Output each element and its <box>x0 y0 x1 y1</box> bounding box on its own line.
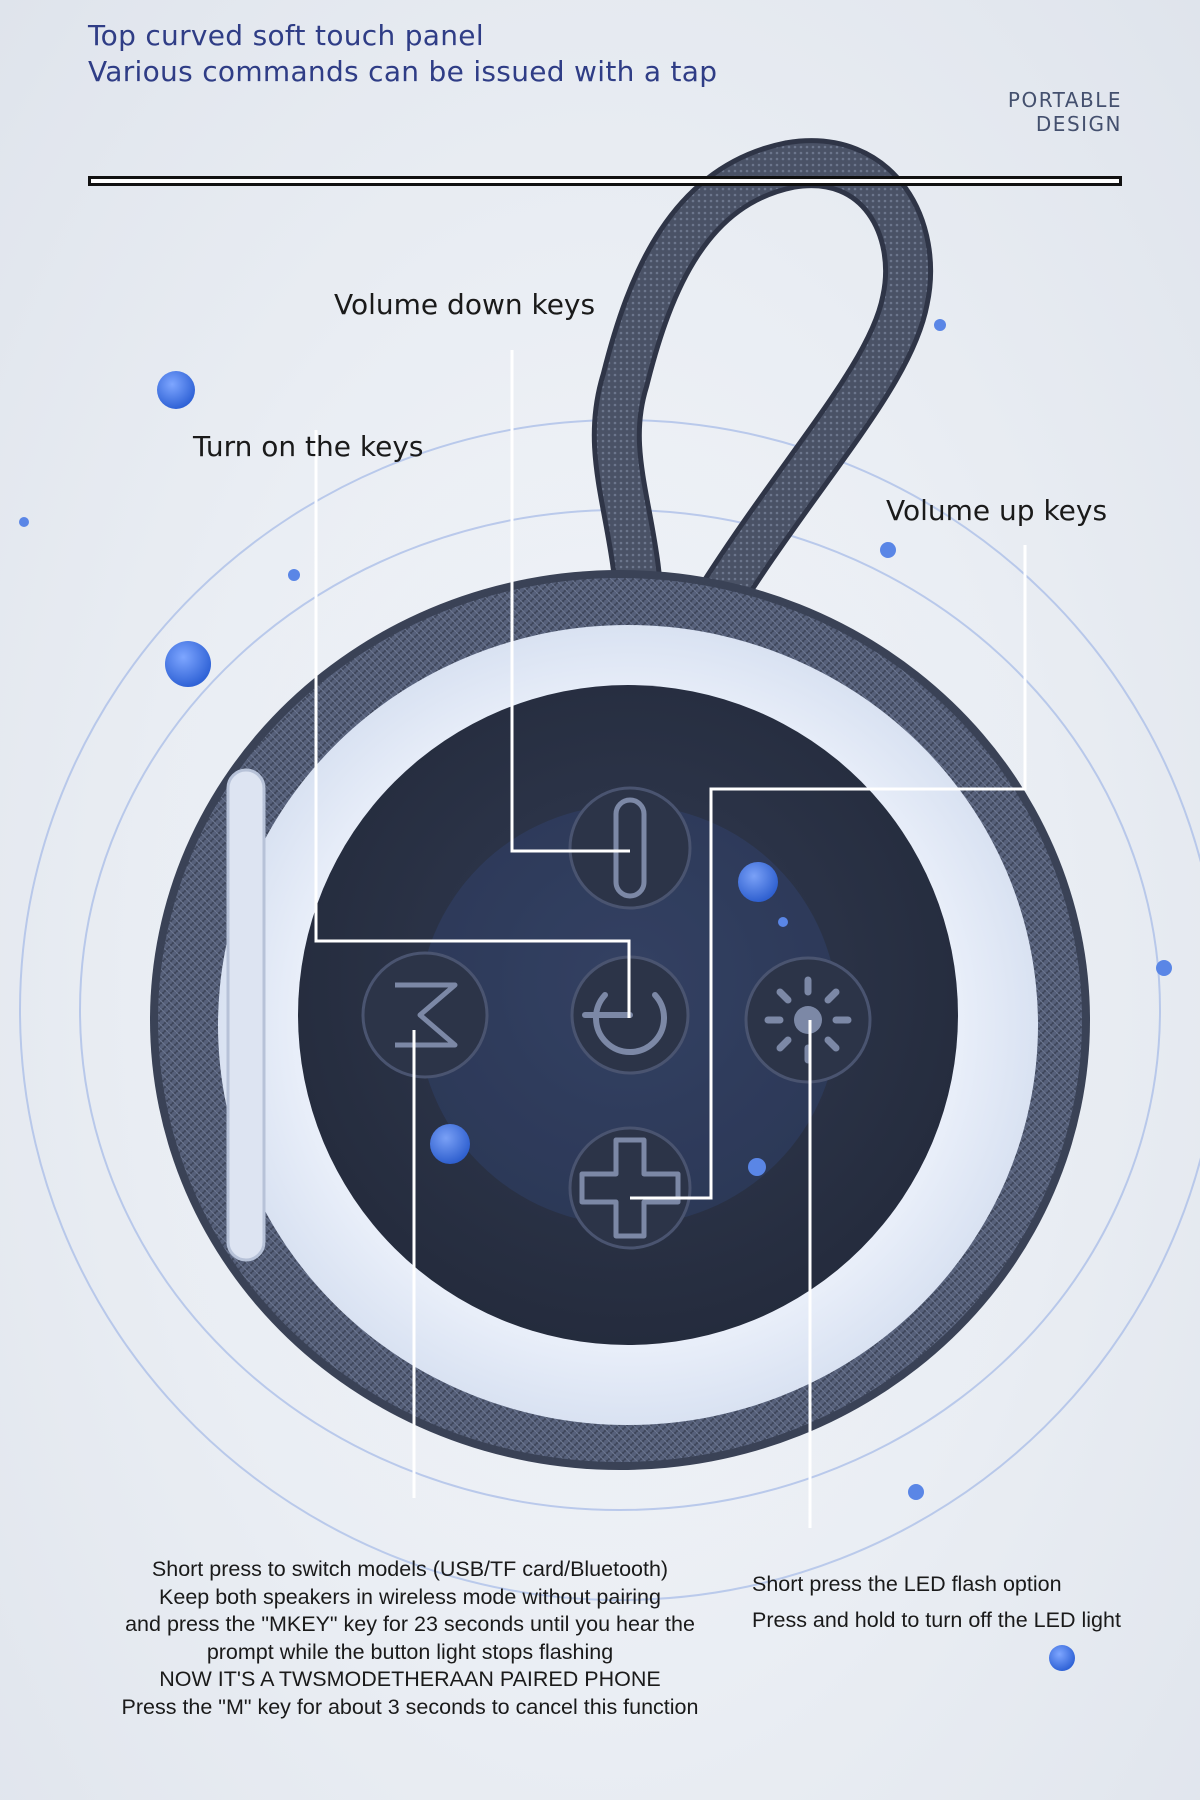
header-divider <box>88 176 1122 186</box>
side-port <box>226 768 266 1262</box>
orbit-dot <box>934 319 946 331</box>
header-title: Top curved soft touch panel Various comm… <box>88 18 717 90</box>
label-turn-on: Turn on the keys <box>193 430 424 463</box>
header-title-line1: Top curved soft touch panel <box>88 19 484 52</box>
orbit-dot <box>19 517 29 527</box>
led-key-instructions: Short press the LED flash option Press a… <box>752 1566 1121 1638</box>
plus-icon <box>579 1137 681 1239</box>
sun-icon <box>764 976 852 1064</box>
header-title-line2: Various commands can be issued with a ta… <box>88 55 718 88</box>
portable-design-badge: PORTABLE DESIGN <box>1008 88 1122 136</box>
minus-icon <box>613 797 647 899</box>
orbit-dot <box>778 917 788 927</box>
orbit-dot <box>908 1484 924 1500</box>
m-mode-key[interactable] <box>361 951 489 1079</box>
orbit-dot <box>880 542 896 558</box>
label-volume-up: Volume up keys <box>886 494 1108 527</box>
m-note-line: NOW IT'S A TWSMODETHERAAN PAIRED PHONE <box>159 1667 661 1691</box>
orbit-dot <box>157 371 195 409</box>
m-note-line: Keep both speakers in wireless mode with… <box>159 1584 661 1609</box>
led-key[interactable] <box>744 956 872 1084</box>
badge-line1: PORTABLE <box>1007 88 1122 112</box>
orbit-dot <box>165 641 211 687</box>
callout-lines <box>314 350 1027 1528</box>
volume-up-key[interactable] <box>568 1126 692 1250</box>
m-note-line: Short press to switch models (USB/TF car… <box>151 1557 669 1581</box>
led-note-line: Press and hold to turn off the LED light <box>752 1608 1121 1632</box>
orbit-dot <box>288 569 300 581</box>
orbit-dot <box>738 862 778 902</box>
m-key-icon <box>395 982 458 1048</box>
m-key-instructions: Short press to switch models (USB/TF car… <box>70 1556 750 1721</box>
orbit-dot <box>1049 1645 1075 1671</box>
m-note-line: and press the "MKEY" key for 23 seconds … <box>125 1612 695 1636</box>
power-icon <box>582 992 667 1055</box>
m-note-line: prompt while the button light stops flas… <box>206 1639 614 1664</box>
orbit-dot <box>1156 960 1172 976</box>
speaker-strap <box>591 138 934 655</box>
orbit-dot <box>748 1158 766 1176</box>
orbit-dot <box>430 1124 470 1164</box>
m-note-line: Press the "M" key for about 3 seconds to… <box>121 1694 699 1719</box>
led-note-line: Short press the LED flash option <box>752 1572 1062 1596</box>
label-volume-down: Volume down keys <box>334 288 596 321</box>
volume-down-key[interactable] <box>568 786 692 910</box>
badge-line2: DESIGN <box>1035 112 1122 136</box>
